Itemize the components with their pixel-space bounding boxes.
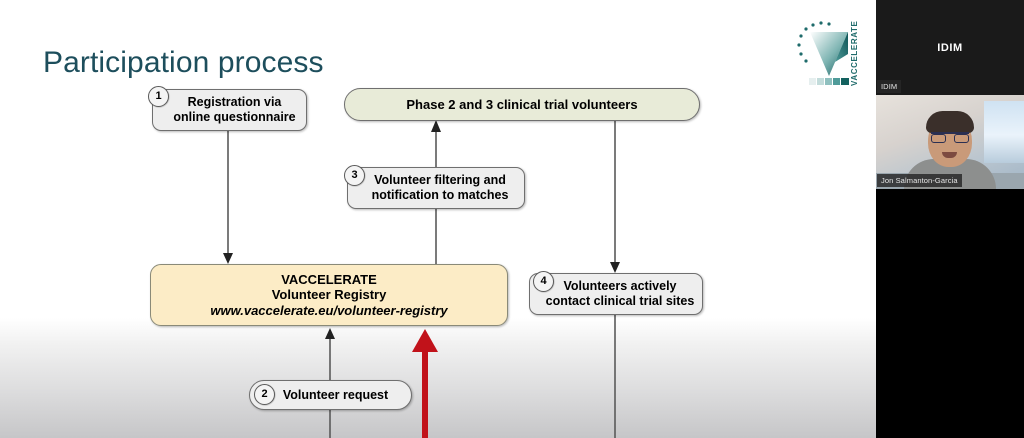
contact-line-1: Volunteers actively bbox=[563, 279, 677, 294]
registration-line-2: online questionnaire bbox=[173, 110, 296, 124]
glasses-icon bbox=[931, 132, 969, 143]
registry-line-2: Volunteer Registry bbox=[271, 287, 387, 303]
screen-share-center-label: IDIM bbox=[937, 42, 963, 54]
flow-node-volunteer-request[interactable]: Volunteer request bbox=[249, 380, 412, 410]
request-label: Volunteer request bbox=[282, 387, 389, 402]
filtering-line-1: Volunteer filtering and bbox=[374, 173, 506, 188]
logo-wordmark: VACCELERATE bbox=[850, 21, 859, 86]
contact-line-2: contact clinical trial sites bbox=[545, 294, 695, 308]
flow-node-volunteers-contact-sites[interactable]: Volunteers actively contact clinical tri… bbox=[529, 273, 703, 315]
registry-url[interactable]: www.vaccelerate.eu/volunteer-registry bbox=[210, 302, 448, 318]
participant-hair bbox=[926, 111, 974, 133]
flow-connectors bbox=[223, 120, 620, 438]
flow-node-volunteer-registry[interactable]: VACCELERATE Volunteer Registry www.vacce… bbox=[150, 264, 508, 326]
participant-mouth bbox=[942, 152, 957, 158]
screen-share-tile[interactable]: IDIM IDIM bbox=[876, 0, 1024, 95]
presentation-slide: Participation process bbox=[0, 14, 876, 438]
registry-line-1: VACCELERATE bbox=[281, 272, 377, 287]
vaccelerate-logo: VACCELERATE bbox=[790, 14, 866, 92]
filtering-line-2: notification to matches bbox=[371, 188, 509, 202]
flow-node-volunteer-filtering[interactable]: Volunteer filtering and notification to … bbox=[347, 167, 525, 209]
registration-line-1: Registration via bbox=[187, 95, 282, 110]
video-conference-rail: IDIM IDIM Jon Salmanton-Garcia bbox=[876, 0, 1024, 438]
flow-node-registration[interactable]: Registration via online questionnaire bbox=[152, 89, 307, 131]
participant-name-label: IDIM bbox=[877, 79, 902, 93]
step-badge-1: 1 bbox=[148, 86, 169, 107]
step-badge-3: 3 bbox=[344, 165, 365, 186]
participant-name-label: Jon Salmanton-Garcia bbox=[877, 173, 962, 187]
webcam-tile[interactable]: Jon Salmanton-Garcia bbox=[876, 95, 1024, 189]
flow-node-phase-volunteers[interactable]: Phase 2 and 3 clinical trial volunteers bbox=[344, 88, 700, 121]
step-badge-2: 2 bbox=[254, 384, 275, 405]
background-window bbox=[984, 101, 1024, 163]
step-badge-4: 4 bbox=[533, 271, 554, 292]
empty-tile[interactable] bbox=[876, 189, 1024, 438]
phase-label: Phase 2 and 3 clinical trial volunteers bbox=[406, 96, 638, 112]
slide-background-gradient bbox=[0, 318, 876, 438]
page-title: Participation process bbox=[43, 46, 324, 79]
